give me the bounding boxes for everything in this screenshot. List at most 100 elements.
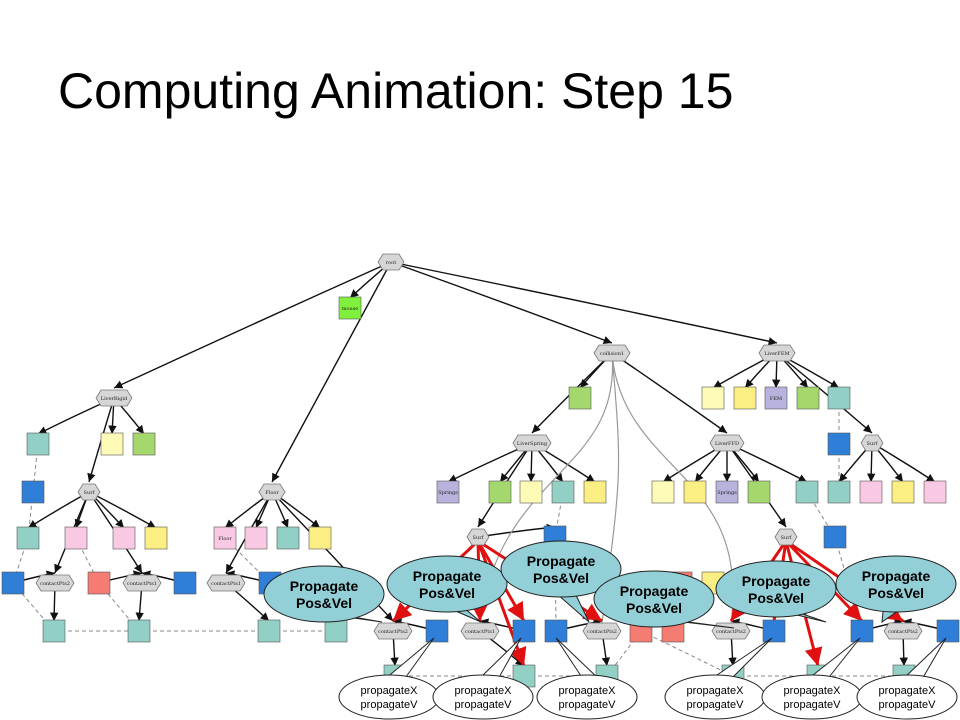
sq-sfem-pink <box>859 480 883 504</box>
hex-label: contactPts1 <box>127 581 157 587</box>
callout-text: Propagate <box>290 578 359 594</box>
callout-bubble <box>856 674 958 720</box>
hex-shape <box>593 344 631 362</box>
callout-text: propagateX <box>455 685 513 697</box>
hex-node-liverFFD: LiverFFD <box>709 434 745 452</box>
node-label: Floor <box>218 536 232 542</box>
node-box <box>173 571 197 595</box>
sq-fem-teal <box>827 386 851 410</box>
hex-node-cp2b: contactPts2 <box>373 622 413 640</box>
node-box <box>276 526 300 550</box>
sq-l-teal2 <box>127 619 151 643</box>
hex-node-surfLeft: Surf <box>77 483 101 501</box>
callout-text: Pos&Vel <box>533 570 589 586</box>
graph-edge <box>477 523 556 538</box>
node-box <box>796 386 820 410</box>
dashed-edge <box>640 630 734 677</box>
hex-label: Surf <box>781 535 793 541</box>
sq-ffd-green <box>747 480 771 504</box>
node-label: mouse <box>342 306 359 312</box>
sq-lr-green <box>132 432 156 456</box>
hex-shape <box>373 622 413 640</box>
graph-edge <box>611 352 728 434</box>
sq-ffd-teal <box>795 480 819 504</box>
callout-text: propagateV <box>361 699 419 711</box>
sq-sfem-yellow <box>891 480 915 504</box>
callout-text: propagateX <box>784 685 842 697</box>
sq-sl-pink2 <box>112 526 136 550</box>
hex-label: contactPts2 <box>888 629 918 635</box>
callout-bubble <box>593 570 715 628</box>
hex-shape <box>35 574 75 592</box>
callout-text: propagateX <box>687 685 745 697</box>
node-box <box>733 386 757 410</box>
graph-edge <box>88 491 157 529</box>
sq-l-teal3 <box>257 619 281 643</box>
node-box <box>827 480 851 504</box>
sq-floor-teal <box>276 526 300 550</box>
slide-title: Computing Animation: Step 15 <box>58 63 734 119</box>
callout-text: Propagate <box>862 568 931 584</box>
callout-text: propagateV <box>687 699 745 711</box>
hex-node-collision: collision1 <box>593 344 631 362</box>
sq-lr-teal <box>26 432 50 456</box>
node-box <box>651 480 675 504</box>
graph-edge <box>271 261 392 483</box>
node-box <box>100 432 124 456</box>
sq-r-blue2 <box>850 619 874 643</box>
hex-shape <box>258 483 286 501</box>
node-box <box>244 526 268 550</box>
node-box <box>923 480 947 504</box>
node-box <box>425 619 449 643</box>
sq-mid-blue2 <box>425 619 449 643</box>
hex-node-cp2c: contactPts2 <box>582 622 622 640</box>
node-box <box>127 619 151 643</box>
hex-label: contactPts2 <box>40 581 70 587</box>
node-box <box>568 386 592 410</box>
hex-label: Surf <box>473 535 485 541</box>
hex-label: Surf <box>867 441 879 447</box>
callout-bubble <box>835 555 957 613</box>
node-box <box>683 480 707 504</box>
hex-label: contactPts1 <box>211 581 241 587</box>
sq-ffd-blue <box>823 525 847 549</box>
dashed-edge <box>834 536 864 632</box>
node-box <box>583 480 607 504</box>
callout-text: Pos&Vel <box>868 585 924 601</box>
callout-text: Propagate <box>413 568 482 584</box>
sq-r-blue1 <box>762 619 786 643</box>
hex-node-liverRigid: LiverRigid <box>95 389 133 407</box>
hex-node-cp1b: contactPts1 <box>206 574 246 592</box>
sq-fem-blue <box>827 432 851 456</box>
node-box <box>308 526 332 550</box>
hex-shape <box>206 574 246 592</box>
node-box <box>551 480 575 504</box>
sq-lr-ly <box>100 432 124 456</box>
hex-label: Floor <box>265 490 279 496</box>
hex-label: contactPts1 <box>465 629 495 635</box>
hex-shape <box>582 622 622 640</box>
sq-fem-green <box>796 386 820 410</box>
hex-label: LiverSpring <box>517 441 548 447</box>
hex-shape <box>122 574 162 592</box>
hex-label: Surf <box>84 490 96 496</box>
callout-text: Pos&Vel <box>296 595 352 611</box>
graph-edge <box>390 261 613 344</box>
hex-node-cp1c: contactPts1 <box>460 622 500 640</box>
callout-bubble <box>386 555 508 613</box>
hex-label: LiverFEM <box>764 351 789 357</box>
callout-text: Pos&Vel <box>626 600 682 616</box>
sq-l-blue2 <box>173 571 197 595</box>
sq-sfem-pink2 <box>923 480 947 504</box>
sq-fem-yellow <box>733 386 757 410</box>
hex-node-floor: Floor <box>258 483 286 501</box>
node-box <box>764 386 788 410</box>
callout-bubble <box>536 674 638 720</box>
hex-label: collision1 <box>600 351 624 357</box>
